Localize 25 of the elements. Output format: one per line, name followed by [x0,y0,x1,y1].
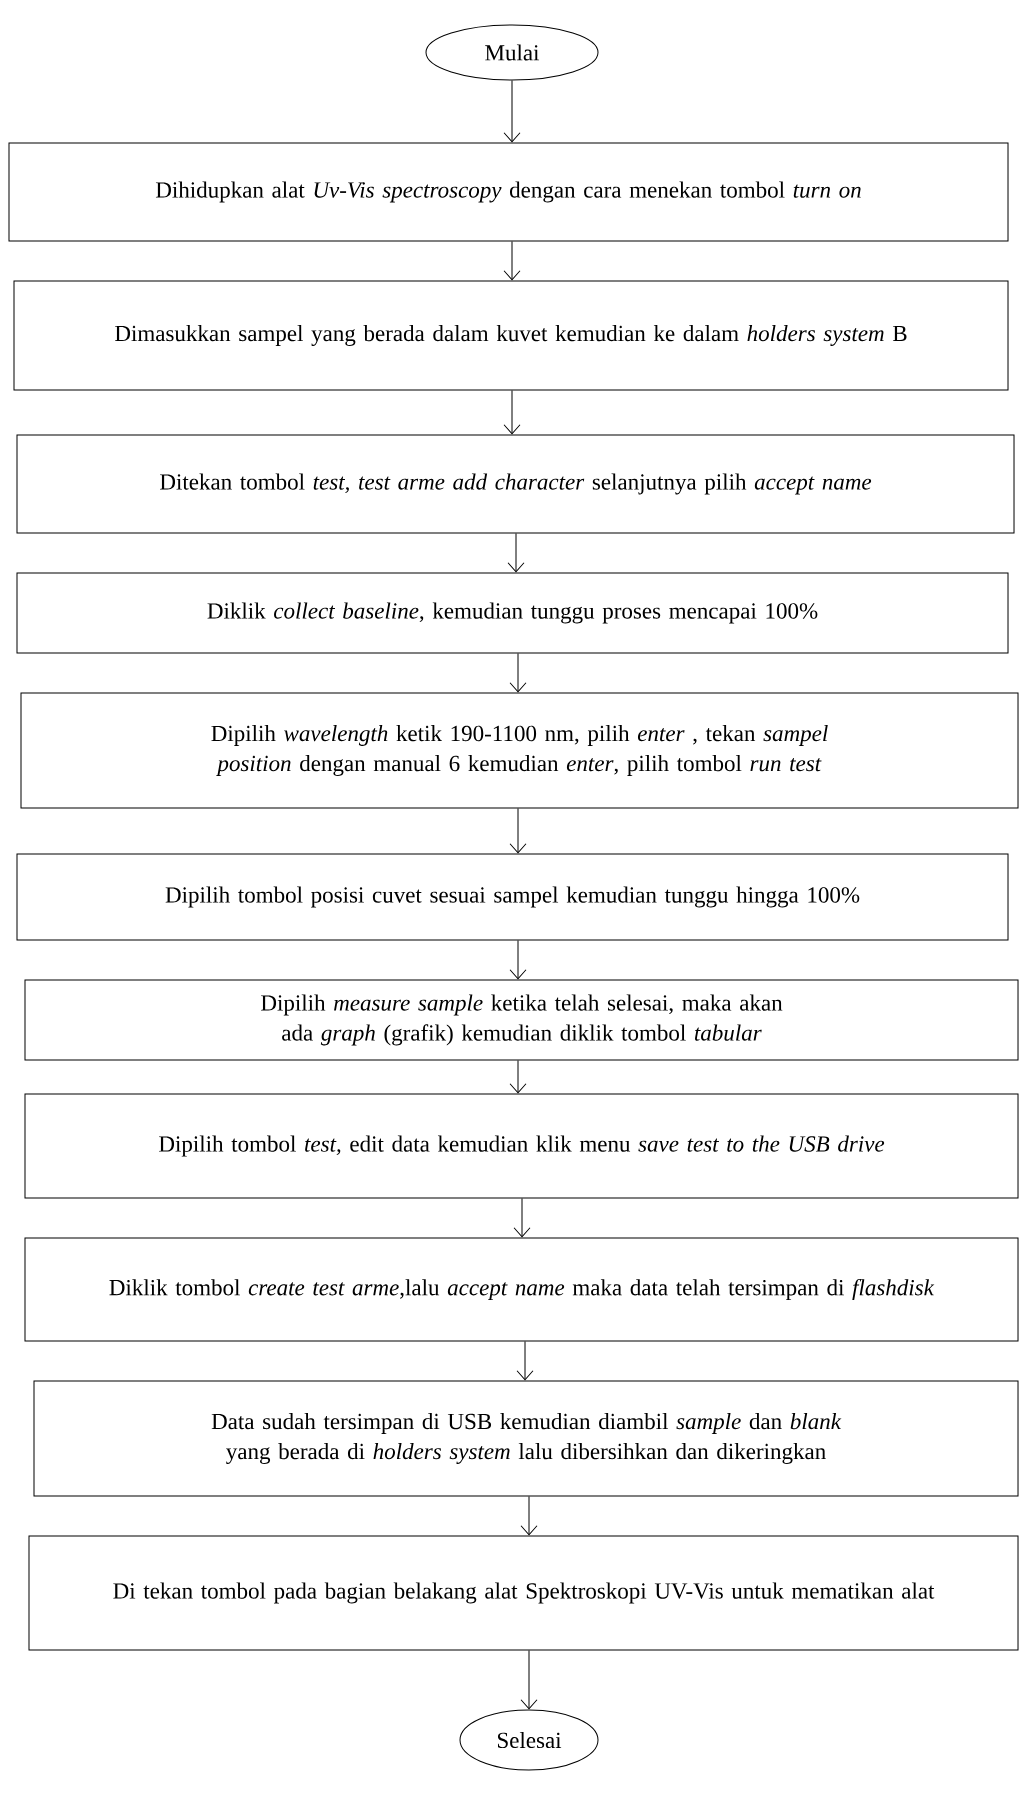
process-box: Dipilih measure sample ketika telah selesai, maka akan ada graph (grafik) kemudian diklik tombol tabular [24,979,1019,1061]
terminator-oval: Mulai [425,24,599,81]
arrow [503,241,521,281]
arrow [516,1341,534,1381]
arrow [509,940,527,980]
arrow [503,390,521,435]
arrow [509,653,527,693]
process-box: Diklik collect baseline, kemudian tunggu proses mencapai 100% [16,572,1009,654]
process-box: Dimasukkan sampel yang berada dalam kuvet kemudian ke dalam holders system B [13,280,1009,391]
process-box: Dipilih wavelength ketik 190-1100 nm, pilih enter , tekan sampel position dengan manual 6 kemudian enter, pilih tombol run test [20,692,1019,809]
arrow [509,1060,527,1094]
arrow [507,533,525,573]
process-box: Dipilih tombol test, edit data kemudian klik menu save test to the USB drive [24,1093,1019,1199]
process-box: Ditekan tombol test, test arme add character selanjutnya pilih accept name [16,434,1015,534]
arrow [503,80,521,143]
process-box: Diklik tombol create test arme,lalu accept name maka data telah tersimpan di flashdisk [24,1237,1019,1342]
arrow [513,1198,531,1238]
process-box: Dipilih tombol posisi cuvet sesuai sampel kemudian tunggu hingga 100% [16,853,1009,941]
process-box: Di tekan tombol pada bagian belakang alat Spektroskopi UV-Vis untuk mematikan alat [28,1535,1019,1651]
process-box: Dihidupkan alat Uv-Vis spectroscopy dengan cara menekan tombol turn on [8,142,1009,242]
arrow [509,808,527,854]
process-box: Data sudah tersimpan di USB kemudian diambil sample dan blank yang berada di holders system lalu dibersihkan dan dikeringkan [33,1380,1019,1497]
arrow [520,1650,538,1710]
terminator-oval: Selesai [459,1709,599,1771]
arrow [520,1496,538,1536]
